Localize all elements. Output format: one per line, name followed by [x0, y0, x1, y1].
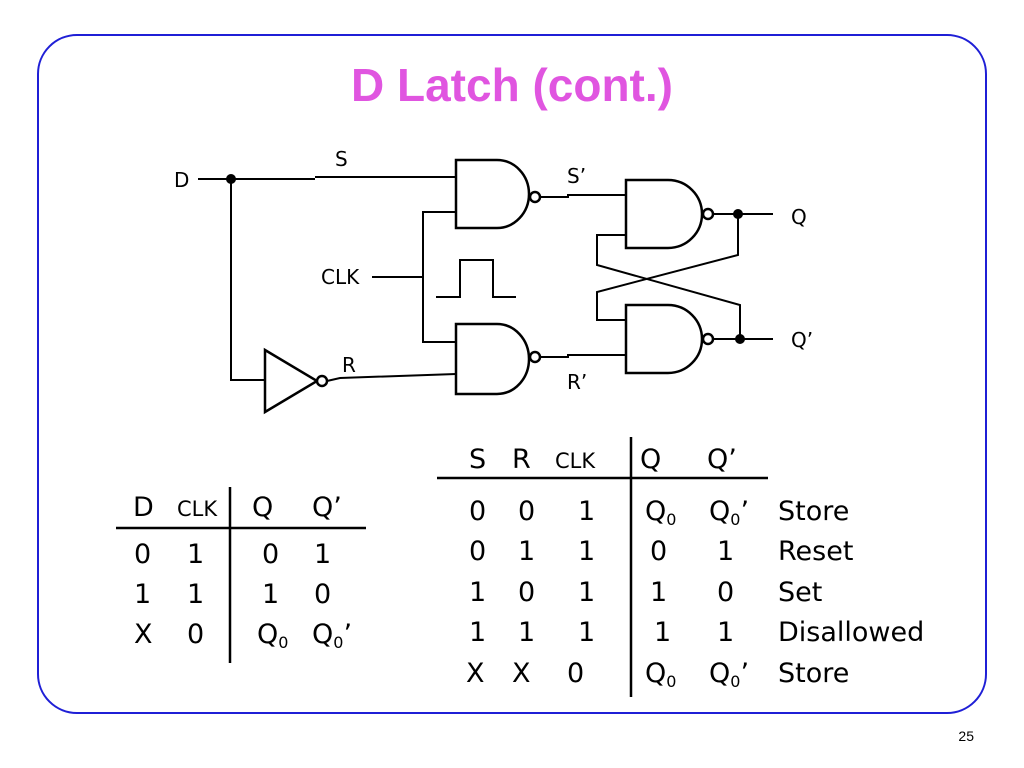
right-header-clk: CLK — [555, 449, 596, 473]
wire-r-prime — [540, 354, 626, 358]
left-row2-qprime: 0 — [314, 579, 331, 610]
left-row3-q: Q0 — [257, 619, 288, 652]
nand-gate-q — [624, 178, 704, 250]
left-row1-q: 0 — [262, 539, 279, 570]
feedback-q — [596, 214, 739, 321]
right-row1-r: 0 — [518, 496, 535, 527]
left-truth-table: D CLK Q Q’ 0 1 0 1 1 1 1 0 X 0 Q0 Q0’ — [116, 487, 366, 663]
right-header-r: R — [512, 444, 531, 475]
label-s: S — [335, 147, 348, 171]
label-q: Q — [791, 205, 807, 229]
left-row1-d: 0 — [134, 539, 151, 570]
nand-bubble-q — [701, 207, 715, 221]
right-row3-qprime: 0 — [717, 577, 734, 608]
label-r: R — [342, 353, 356, 377]
wire-r — [326, 373, 457, 382]
left-header-clk: CLK — [177, 497, 218, 521]
label-clk: CLK — [321, 265, 360, 289]
left-row3-qprime: Q0’ — [312, 619, 352, 652]
left-header-q: Q — [252, 492, 273, 523]
inverter-bubble — [315, 374, 329, 388]
label-r-prime: R’ — [567, 370, 587, 394]
right-row3-desc: Set — [778, 577, 822, 608]
right-row1-clk: 1 — [578, 496, 595, 527]
left-row1-qprime: 1 — [314, 539, 331, 570]
nand-gate-r — [454, 322, 531, 396]
right-row2-desc: Reset — [778, 536, 853, 567]
right-row4-desc: Disallowed — [778, 617, 924, 648]
right-row1-desc: Store — [778, 496, 849, 527]
right-row5-q: Q0 — [645, 658, 676, 691]
right-truth-table: S R CLK Q Q’ 0 0 1 Q0 Q0’ Store 0 1 1 0 … — [437, 437, 924, 697]
nand-bubble-s — [528, 190, 542, 204]
left-row1-clk: 1 — [187, 539, 204, 570]
slide-title: D Latch (cont.) — [351, 59, 673, 111]
left-header-qprime: Q’ — [312, 492, 342, 523]
right-row3-clk: 1 — [578, 577, 595, 608]
right-row2-clk: 1 — [578, 536, 595, 567]
left-row3-clk: 0 — [187, 619, 204, 650]
right-row2-q: 0 — [650, 536, 667, 567]
right-row2-s: 0 — [469, 536, 486, 567]
right-row4-r: 1 — [518, 617, 535, 648]
slide-frame — [37, 34, 987, 714]
right-header-qprime: Q’ — [707, 444, 737, 475]
right-row5-clk: 0 — [567, 658, 584, 689]
right-row3-r: 0 — [518, 577, 535, 608]
right-header-s: S — [469, 444, 486, 475]
clock-pulse-icon — [436, 259, 516, 298]
right-row1-q: Q0 — [645, 496, 676, 529]
wire-s-prime — [540, 194, 626, 198]
right-row1-s: 0 — [469, 496, 486, 527]
left-row2-clk: 1 — [187, 579, 204, 610]
inverter-gate — [263, 347, 320, 415]
wire-d-to-inverter — [230, 179, 265, 381]
wire-clk-bus — [422, 211, 456, 343]
right-row5-desc: Store — [778, 658, 849, 689]
left-row2-q: 1 — [262, 579, 279, 610]
label-q-prime: Q’ — [791, 328, 813, 352]
right-row4-clk: 1 — [578, 617, 595, 648]
right-row2-qprime: 1 — [717, 536, 734, 567]
left-row3-d: X — [134, 619, 153, 650]
right-row2-r: 1 — [518, 536, 535, 567]
right-row5-s: X — [466, 658, 485, 689]
label-d: D — [174, 168, 189, 192]
right-row3-q: 1 — [650, 577, 667, 608]
page-number: 25 — [958, 728, 974, 744]
right-row5-r: X — [512, 658, 531, 689]
feedback-q-prime — [596, 234, 741, 339]
left-row2-d: 1 — [134, 579, 151, 610]
circuit-diagram: D S CLK R S’ R’ Q Q’ — [174, 147, 813, 415]
right-row4-s: 1 — [469, 617, 486, 648]
right-row1-qprime: Q0’ — [709, 496, 749, 529]
right-row5-qprime: Q0’ — [709, 658, 749, 691]
nand-bubble-qprime — [701, 332, 715, 346]
nand-gate-s — [454, 158, 531, 230]
left-header-d: D — [133, 492, 154, 523]
right-row4-qprime: 1 — [717, 617, 734, 648]
nand-gate-qprime — [624, 303, 704, 375]
label-s-prime: S’ — [567, 164, 586, 188]
right-header-q: Q — [640, 444, 661, 475]
nand-bubble-r — [528, 350, 542, 364]
right-row3-s: 1 — [469, 577, 486, 608]
right-row4-q: 1 — [654, 617, 671, 648]
